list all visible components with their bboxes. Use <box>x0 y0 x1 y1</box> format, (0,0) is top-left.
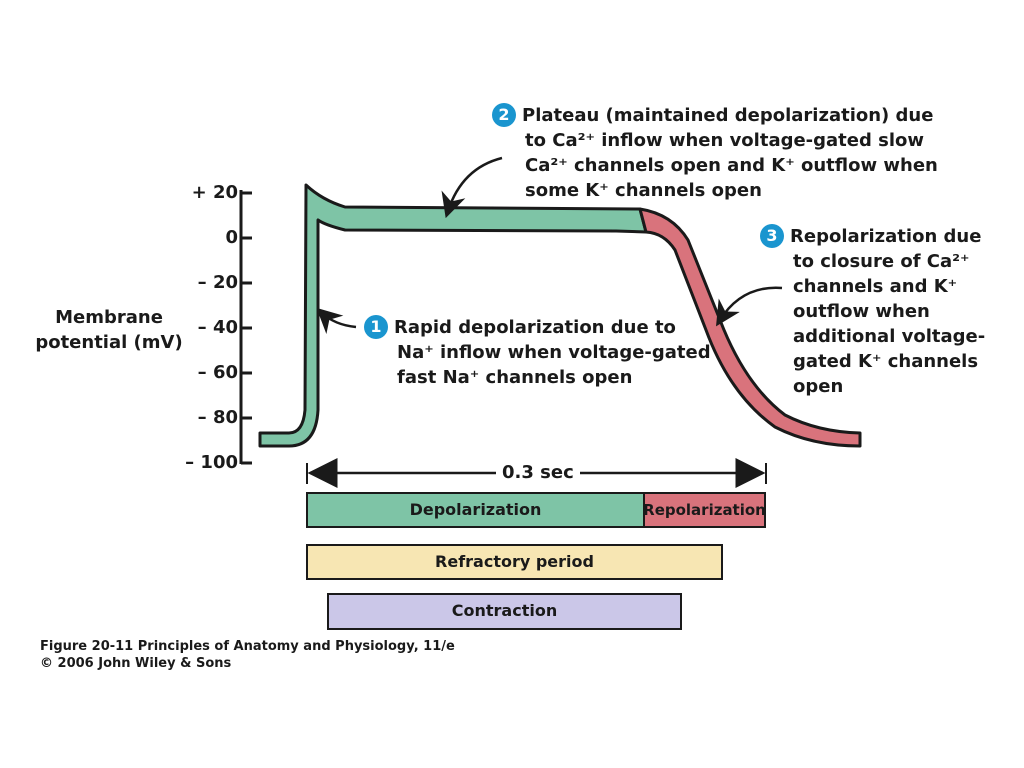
annotation-3-text: Repolarization due <box>790 226 982 247</box>
y-axis <box>239 190 252 465</box>
annotation-3-line5: additional voltage- <box>793 326 986 347</box>
y-axis-title-line2: potential (mV) <box>35 332 183 353</box>
annotation-1: 1 Rapid depolarization due to Na⁺ inflow … <box>364 315 711 390</box>
annotation-2-text: Plateau (maintained depolarization) due <box>522 105 934 126</box>
callout-arrow-1 <box>316 307 357 335</box>
contraction-bar-label: Contraction <box>451 601 558 620</box>
callout-arrow-2 <box>441 156 503 219</box>
tick-label-0: 0 <box>225 227 238 248</box>
annotation-3-line2: to closure of Ca²⁺ <box>793 251 970 272</box>
tick-label-minus40: – 40 <box>197 317 238 338</box>
annotation-1-line3: fast Na⁺ channels open <box>397 367 633 388</box>
step-number-1-badge: 1 <box>364 315 388 339</box>
tick-label-minus20: – 20 <box>197 272 238 293</box>
y-axis-title: Membrane potential (mV) <box>34 305 184 355</box>
annotation-2-line3: Ca²⁺ channels open and K⁺ outflow when <box>525 155 938 176</box>
annotation-2-line2: to Ca²⁺ inflow when voltage-gated slow <box>525 130 925 151</box>
annotation-3-line4: outflow when <box>793 301 930 322</box>
contraction-bar <box>327 593 682 630</box>
annotation-3-line3: channels and K⁺ <box>793 276 958 297</box>
tick-label-plus20: + 20 <box>191 182 238 203</box>
duration-label: 0.3 sec <box>496 462 580 484</box>
tick-label-minus60: – 60 <box>197 362 238 383</box>
tick-label-minus100: – 100 <box>185 452 238 473</box>
depolarization-curve <box>258 183 648 448</box>
caption-line1: Figure 20-11 Principles of Anatomy and P… <box>40 639 455 654</box>
annotation-3-line7: open <box>793 376 844 397</box>
annotation-3-line6: gated K⁺ channels <box>793 351 979 372</box>
figure-caption: Figure 20-11 Principles of Anatomy and P… <box>40 638 455 672</box>
annotation-2-line1: 2 Plateau (maintained depolarization) due <box>492 103 938 128</box>
step-number-2-badge: 2 <box>492 103 516 127</box>
annotation-1-line2: Na⁺ inflow when voltage-gated <box>397 342 711 363</box>
annotation-2: 2 Plateau (maintained depolarization) due… <box>492 103 938 203</box>
step-number-3-badge: 3 <box>760 224 784 248</box>
annotation-1-line1: 1 Rapid depolarization due to <box>364 315 711 340</box>
annotation-2-line4: some K⁺ channels open <box>525 180 762 201</box>
annotation-1-text: Rapid depolarization due to <box>394 317 676 338</box>
callout-arrow-3 <box>716 286 783 327</box>
depolarization-bar-label: Depolarization <box>409 500 542 519</box>
repolarization-bar-label: Repolarization <box>643 501 766 519</box>
refractory-bar-label: Refractory period <box>435 552 594 571</box>
annotation-3: 3 Repolarization due to closure of Ca²⁺ c… <box>760 224 985 399</box>
y-axis-title-line1: Membrane <box>55 307 163 328</box>
refractory-bar <box>306 544 723 580</box>
annotation-3-line1: 3 Repolarization due <box>760 224 985 249</box>
caption-line2: © 2006 John Wiley & Sons <box>40 656 232 671</box>
depolarization-bar <box>306 492 645 528</box>
repolarization-bar <box>643 492 766 528</box>
tick-label-minus80: – 80 <box>197 407 238 428</box>
